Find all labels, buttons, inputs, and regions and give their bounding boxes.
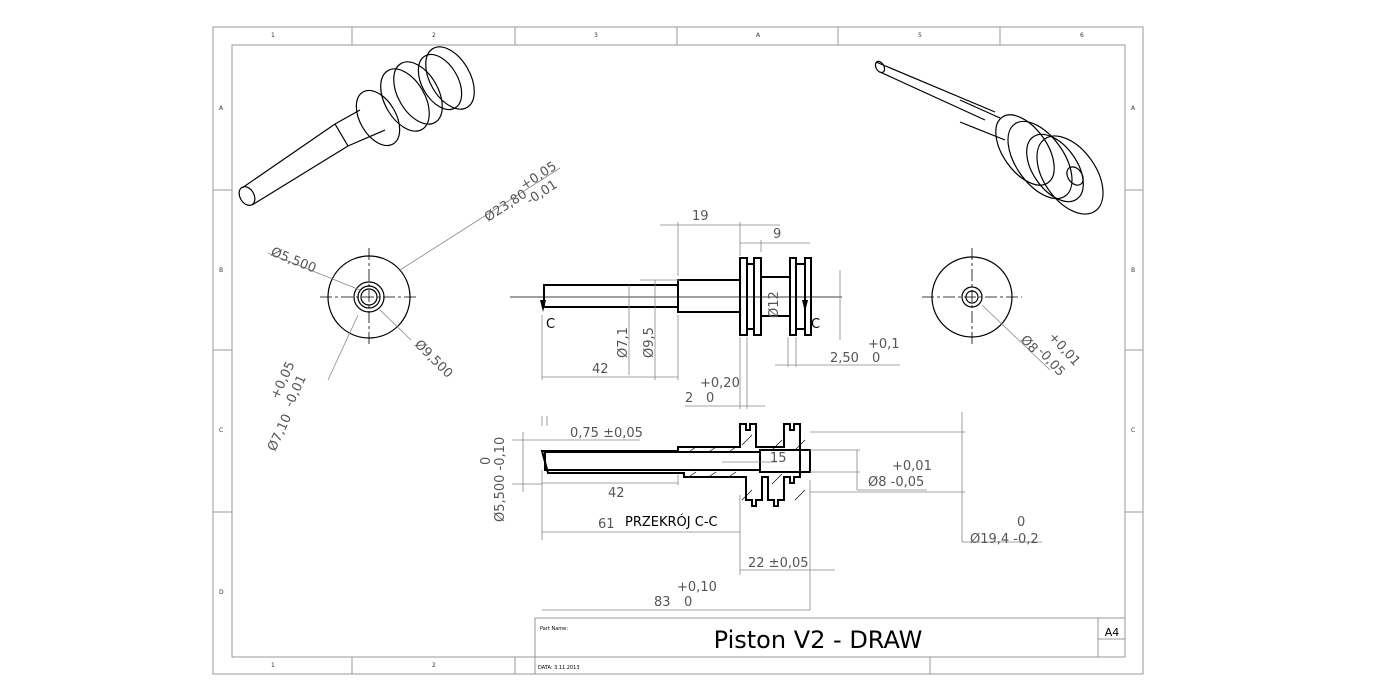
dim-dia-9-5: Ø9,5 <box>642 327 657 358</box>
drawing-title: Piston V2 - DRAW <box>714 626 923 654</box>
zone-col-5: 5 <box>918 32 922 39</box>
zone-row-a: A <box>219 105 224 112</box>
dim-groove-tol-plus: +0,1 <box>868 337 900 352</box>
zone-row-b-right: B <box>1131 267 1135 274</box>
zone-col-2: 2 <box>432 32 436 39</box>
dim-19-4: Ø19,4 -0,2 <box>970 532 1039 547</box>
isometric-view-right <box>874 60 1104 215</box>
dim-groove-tol-minus: 0 <box>872 351 880 366</box>
dim-83-tol-minus: 0 <box>684 595 692 610</box>
zone-col-3: 3 <box>594 32 598 39</box>
section-hatch <box>689 434 806 501</box>
zone-row-b: B <box>219 267 223 274</box>
inner-border <box>231 44 1126 658</box>
zone-row-d: D <box>219 589 224 596</box>
isometric-view-left <box>238 46 475 206</box>
zone-col-1: 1 <box>271 32 275 39</box>
dim-mid-dia: Ø9,500 <box>411 337 455 381</box>
part-name-label: Part Name: <box>540 626 568 632</box>
dim-outer-dia: Ø23,80 <box>482 187 530 225</box>
zone-labels: 1 2 3 A 5 6 1 2 A B C D A B C <box>219 32 1136 669</box>
dim-42: 42 <box>592 362 609 377</box>
front-view-left: Ø23,80 +0,05 -0,01 Ø5,500 Ø9,500 Ø7,10 +… <box>265 159 560 454</box>
dim-bore-dia: Ø7,10 <box>265 412 295 454</box>
dim-9: 9 <box>773 227 781 242</box>
section-label: PRZEKRÓJ C-C <box>625 514 718 530</box>
dim-22: 22 ±0,05 <box>748 556 809 571</box>
section-mark-left: C <box>546 317 555 332</box>
dim-inner-dia: Ø5,500 <box>269 245 319 277</box>
dim-dia-8-tol-plus: +0,01 <box>892 459 932 474</box>
section-view: 0,75 ±0,05 Ø5,500 -0,10 0 15 +0,01 Ø8 -0… <box>479 412 1042 611</box>
zone-row-c-right: C <box>1131 427 1135 434</box>
dim-19-4-tol-upper: 0 <box>1017 515 1025 530</box>
front-view-right: Ø8 +0,01 -0,05 <box>922 248 1083 380</box>
dim-42-section: 42 <box>608 486 625 501</box>
dim-19: 19 <box>692 209 709 224</box>
dim-flange: 2 <box>685 391 693 406</box>
section-mark-right: C <box>811 317 820 332</box>
dim-bore-dia: Ø5,500 -0,10 <box>493 437 508 522</box>
sheet-size: A4 <box>1105 626 1120 639</box>
zone-dividers <box>213 27 1143 674</box>
zone-col-2-bottom: 2 <box>432 662 436 669</box>
dim-dia-12: Ø12 <box>767 291 782 318</box>
dim-61: 61 <box>598 517 615 532</box>
zone-col-6: 6 <box>1080 32 1084 39</box>
zone-row-c: C <box>219 427 223 434</box>
dim-83-tol-plus: +0,10 <box>677 580 717 595</box>
dim-dia-7-1: Ø7,1 <box>616 327 631 358</box>
dim-wall: 0,75 ±0,05 <box>570 426 643 441</box>
dim-flange-tol-plus: +0,20 <box>700 376 740 391</box>
dim-15: 15 <box>770 451 787 466</box>
date-label: DATA: 3.11.2013 <box>538 665 580 671</box>
dim-83: 83 <box>654 595 671 610</box>
zone-col-4: A <box>756 32 761 39</box>
zone-row-a-right: A <box>1131 105 1136 112</box>
dim-groove: 2,50 <box>830 351 859 366</box>
dim-flange-tol-minus: 0 <box>706 391 714 406</box>
zone-col-1-bottom: 1 <box>271 662 275 669</box>
dim-bore-tol-upper: 0 <box>479 457 494 465</box>
dim-dia-8: Ø8 -0,05 <box>868 475 924 490</box>
title-block: Part Name: Piston V2 - DRAW A4 DATA: 3.1… <box>534 617 1144 675</box>
side-view: C C 19 9 Ø12 Ø7,1 Ø9,5 42 2,50 +0,1 0 2 … <box>510 209 900 409</box>
